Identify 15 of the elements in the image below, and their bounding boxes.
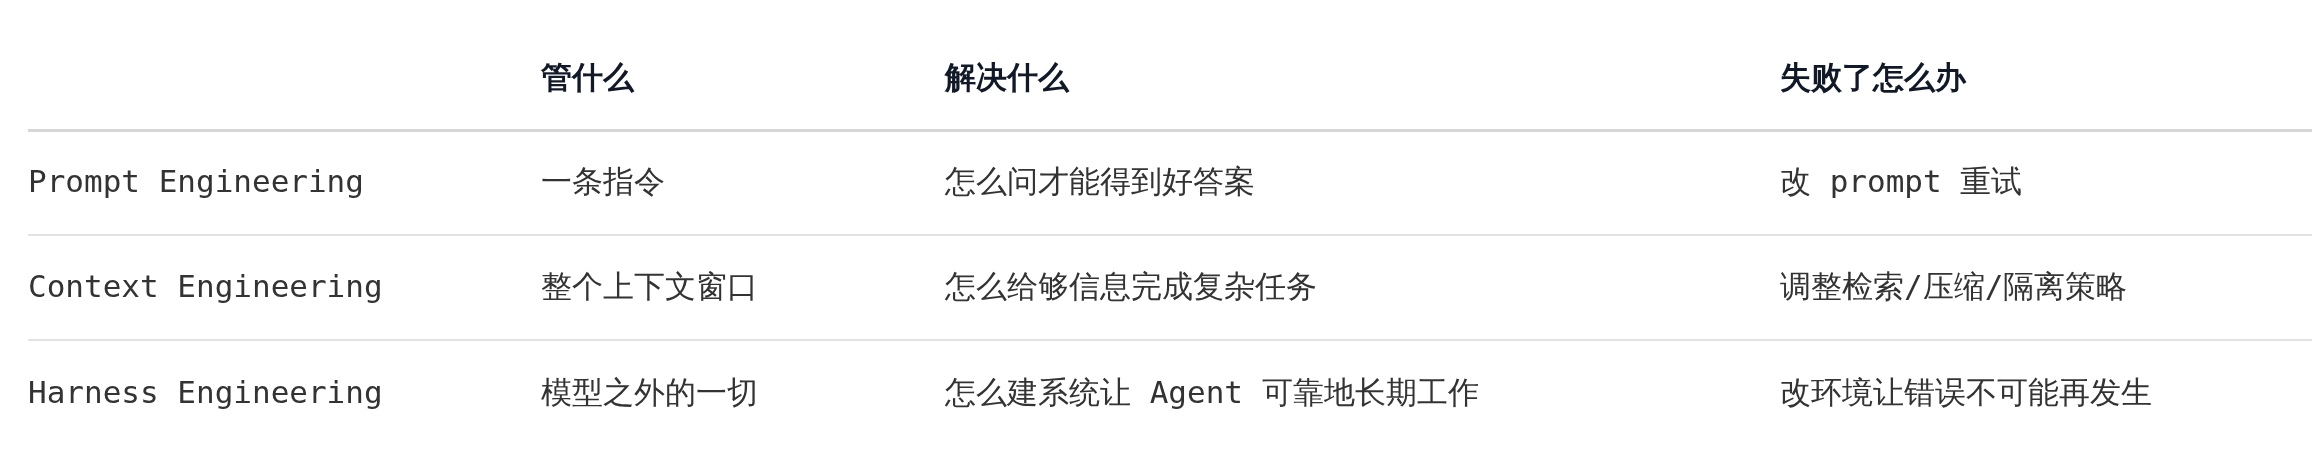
table-text: 模型之外的一切 [541, 373, 758, 412]
row-label: Prompt Engineering [28, 162, 364, 201]
row-label: Context Engineering [28, 267, 383, 306]
table-text: 怎么给够信息完成复杂任务 [945, 267, 1317, 306]
table-text: 怎么问才能得到好答案 [945, 162, 1255, 201]
table-text: 调整检索/压缩/隔离策略 [1780, 267, 2128, 306]
column-header: 失败了怎么办 [1780, 58, 1966, 97]
row-label: Harness Engineering [28, 373, 383, 412]
table-text: 改环境让错误不可能再发生 [1780, 373, 2152, 412]
table-text: 一条指令 [541, 162, 665, 201]
table-text: 整个上下文窗口 [541, 267, 758, 306]
column-header: 解决什么 [945, 58, 1069, 97]
column-header: 管什么 [541, 58, 634, 97]
table-text: 怎么建系统让 Agent 可靠地长期工作 [945, 373, 1479, 412]
table-text: 改 prompt 重试 [1780, 162, 2023, 201]
